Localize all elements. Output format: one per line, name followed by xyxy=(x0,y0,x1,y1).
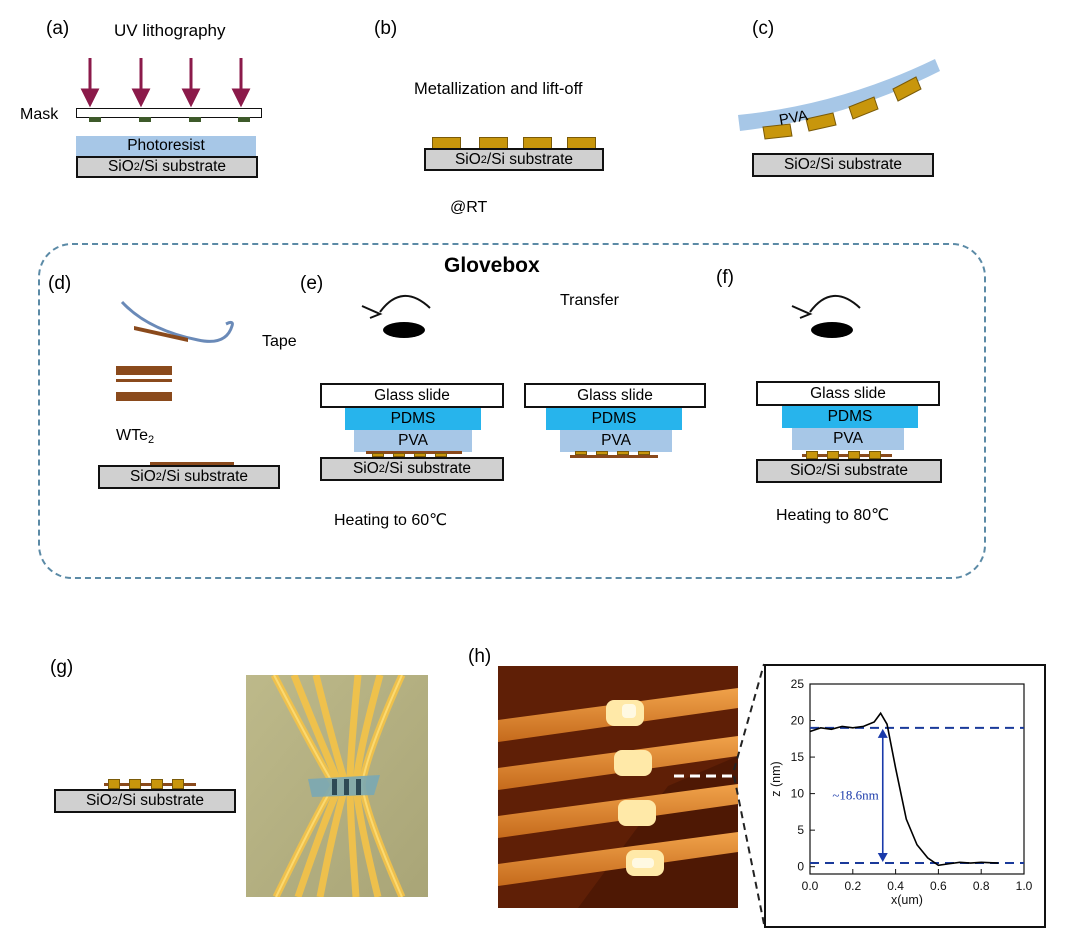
panel-e-label: (e) xyxy=(300,273,324,294)
afm-stripes xyxy=(498,666,738,908)
wte2-label: WTe2 xyxy=(116,427,155,446)
y-axis-label: z (nm) xyxy=(769,761,783,796)
metal-pad xyxy=(151,779,163,789)
panel-c-label: (c) xyxy=(752,18,775,39)
metal-pad xyxy=(806,451,818,459)
wte2-crystal-layer xyxy=(116,366,172,375)
metal-pad xyxy=(848,451,860,459)
y-tick-label: 25 xyxy=(791,677,805,691)
metal-pad xyxy=(435,453,447,457)
x-tick-label: 0.8 xyxy=(973,879,990,893)
x-tick-label: 0.4 xyxy=(887,879,904,893)
y-tick-label: 0 xyxy=(797,860,804,874)
height-profile-chart: 0.0 0.2 0.4 0.6 0.8 1.0 0 5 10 15 20 25 x(um) z (nm) ~… xyxy=(769,677,1033,907)
heating-80-label: Heating to 80℃ xyxy=(776,507,890,524)
plot-frame xyxy=(809,683,1025,875)
eye-icon xyxy=(791,294,861,338)
pdms-layer-e: PDMS xyxy=(345,408,481,430)
panel-a-title: UV lithography xyxy=(114,21,226,40)
panel-h-label: (h) xyxy=(468,646,492,667)
metal-pad xyxy=(414,453,426,457)
metal-pad xyxy=(596,451,608,455)
metal-pad xyxy=(638,451,650,455)
pdms-layer-transfer: PDMS xyxy=(546,408,682,430)
photoresist-layer: Photoresist xyxy=(76,136,256,156)
wte2-flake-g xyxy=(104,783,196,786)
panel-a-label: (a) xyxy=(46,18,70,39)
height-arrow-head-down xyxy=(877,853,888,863)
pva-film-peeled: PVA xyxy=(738,59,940,140)
device-electrodes xyxy=(246,675,428,897)
metal-pad xyxy=(617,451,629,455)
glovebox-frame xyxy=(38,243,986,579)
tape-icon xyxy=(120,300,234,343)
mask-block xyxy=(139,117,151,122)
pva-layer-e: PVA xyxy=(354,430,472,452)
wte2-crystal-layer xyxy=(116,379,172,382)
wte2-flake-on-substrate xyxy=(150,462,234,465)
heating-60-label: Heating to 60℃ xyxy=(334,512,448,529)
transfer-label: Transfer xyxy=(560,292,619,309)
x-tick-label: 0.2 xyxy=(844,879,861,893)
pdms-layer-f: PDMS xyxy=(782,406,918,428)
afm-topography-image xyxy=(498,666,738,908)
wte2-crystal-layer xyxy=(116,392,172,401)
glass-slide-transfer: Glass slide xyxy=(524,383,706,408)
wte2-flake-e xyxy=(366,451,462,454)
x-tick-label: 1.0 xyxy=(1016,879,1033,893)
panel-b-title: Metallization and lift-off xyxy=(414,80,583,98)
panel-b-label: (b) xyxy=(374,18,398,39)
step-height-annotation: ~18.6nm xyxy=(832,787,878,802)
metal-pad xyxy=(393,453,405,457)
metal-pad xyxy=(827,451,839,459)
mask-label: Mask xyxy=(20,106,59,123)
y-tick-label: 15 xyxy=(791,750,805,764)
pva-label-c: PVA xyxy=(778,107,809,129)
profile-series-line xyxy=(809,711,999,867)
metal-pad xyxy=(129,779,141,789)
mask-block xyxy=(189,117,201,122)
pva-layer-f: PVA xyxy=(792,428,904,450)
metal-pad xyxy=(869,451,881,459)
optical-micrograph xyxy=(246,675,428,897)
mask xyxy=(76,108,262,118)
y-tick-label: 20 xyxy=(791,714,805,728)
glass-slide-e: Glass slide xyxy=(320,383,504,408)
uv-arrows xyxy=(80,58,251,108)
x-tick-label: 0.6 xyxy=(930,879,947,893)
y-tick-label: 5 xyxy=(797,823,804,837)
mask-block xyxy=(238,117,250,122)
metal-pad xyxy=(108,779,120,789)
metal-pad xyxy=(172,779,184,789)
metal-pad xyxy=(575,451,587,455)
room-temperature-note: @RT xyxy=(450,199,488,216)
x-axis-label: x(um) xyxy=(891,893,923,907)
eye-icon xyxy=(361,294,431,338)
tape-label: Tape xyxy=(262,333,297,350)
height-profile-panel: 0.0 0.2 0.4 0.6 0.8 1.0 0 5 10 15 20 25 x(um) z (nm) ~… xyxy=(764,664,1046,928)
glass-slide-f: Glass slide xyxy=(756,381,940,406)
wte2-flake-transfer xyxy=(570,455,658,458)
pva-layer-transfer: PVA xyxy=(560,430,672,452)
y-tick-label: 10 xyxy=(791,787,805,801)
wte2-flake-f xyxy=(802,454,892,457)
panel-d-label: (d) xyxy=(48,273,72,294)
zoom-connector-lines xyxy=(733,663,765,925)
glovebox-title: Glovebox xyxy=(444,254,540,277)
height-arrow-head-up xyxy=(877,728,888,738)
x-tick-label: 0.0 xyxy=(802,879,819,893)
metal-pad xyxy=(372,453,384,457)
mask-block xyxy=(89,117,101,122)
panel-g-label: (g) xyxy=(50,657,74,678)
panel-f-label: (f) xyxy=(716,267,734,288)
